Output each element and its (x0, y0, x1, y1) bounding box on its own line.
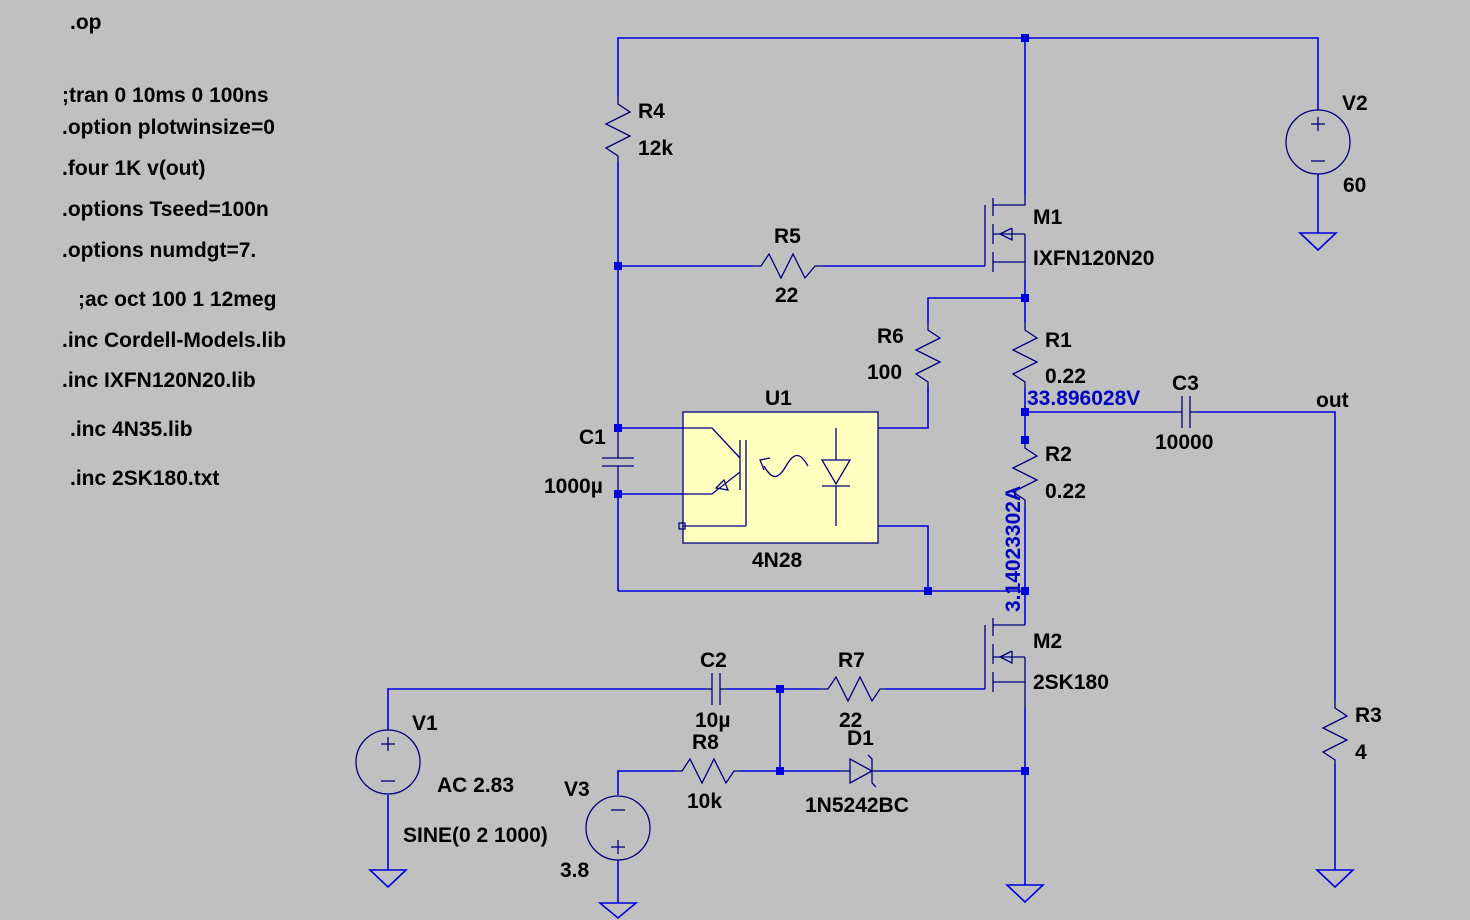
directive-inc-4n35[interactable]: .inc 4N35.lib (70, 418, 193, 441)
resistor-r7[interactable]: R7 22 (820, 649, 885, 732)
r6-label: R6 (877, 325, 904, 348)
resistor-r8[interactable]: R8 10k (675, 731, 740, 813)
r8-label: R8 (692, 731, 719, 754)
capacitor-c1[interactable]: C1 1000µ (544, 426, 634, 498)
d1-label: D1 (847, 727, 874, 750)
r7-label: R7 (838, 649, 865, 672)
wires (387, 37, 1336, 903)
ground-icon (1004, 884, 1046, 904)
v2-value: 60 (1343, 174, 1366, 197)
u1-label: U1 (765, 387, 792, 410)
m1-value: IXFN120N20 (1033, 247, 1154, 270)
v1-value-sine: SINE(0 2 1000) (403, 824, 548, 847)
capacitor-c3[interactable]: C3 10000 (1155, 372, 1213, 454)
net-label-out[interactable]: out (1316, 389, 1349, 412)
d1-value: 1N5242BC (805, 794, 909, 817)
u1-value: 4N28 (752, 549, 803, 572)
capacitor-c2[interactable]: C2 10µ (695, 649, 730, 732)
r2-label: R2 (1045, 443, 1072, 466)
mosfet-m2[interactable]: M2 2SK180 (984, 618, 1109, 708)
spice-directives: .op ;tran 0 10ms 0 100ns .option plotwin… (62, 11, 286, 490)
resistor-r3[interactable]: R3 4 (1321, 700, 1382, 764)
ground-icon (597, 902, 639, 920)
optocoupler-u1[interactable]: U1 4N28 (678, 387, 879, 572)
r3-label: R3 (1355, 704, 1382, 727)
c2-value: 10µ (695, 709, 730, 732)
m2-value: 2SK180 (1033, 671, 1109, 694)
directive-tran[interactable]: ;tran 0 10ms 0 100ns (62, 84, 269, 107)
directive-option-plotwinsize[interactable]: .option plotwinsize=0 (62, 116, 275, 139)
resistor-r1[interactable]: R1 0.22 (1011, 322, 1086, 388)
wire-r6-top[interactable] (927, 297, 1025, 322)
wire-out[interactable] (1197, 411, 1336, 700)
r5-value: 22 (775, 284, 798, 307)
directive-four[interactable]: .four 1K v(out) (62, 157, 205, 180)
c1-label: C1 (579, 426, 606, 449)
r4-label: R4 (638, 100, 665, 123)
resistor-r2[interactable]: R2 0.22 (1011, 442, 1086, 508)
directive-inc-2sk180[interactable]: .inc 2SK180.txt (70, 467, 219, 490)
c3-label: C3 (1172, 372, 1199, 395)
voltage-source-v3[interactable]: V3 3.8 (560, 778, 651, 882)
r5-label: R5 (774, 225, 801, 248)
wire-top-rail[interactable] (617, 37, 1319, 110)
r8-value: 10k (687, 790, 722, 813)
directive-options-tseed[interactable]: .options Tseed=100n (62, 198, 269, 221)
c2-label: C2 (700, 649, 727, 672)
junctions (614, 34, 1029, 775)
resistor-r6[interactable]: R6 100 (867, 322, 942, 386)
v3-value: 3.8 (560, 859, 590, 882)
r3-value: 4 (1355, 741, 1367, 764)
resistor-r4[interactable]: R4 12k (604, 96, 673, 162)
r1-value: 0.22 (1045, 365, 1086, 388)
directive-inc-ixfn[interactable]: .inc IXFN120N20.lib (62, 369, 256, 392)
r1-label: R1 (1045, 329, 1072, 352)
ground-icon (1297, 232, 1339, 252)
ground-symbols (367, 232, 1356, 920)
c1-value: 1000µ (544, 475, 603, 498)
r2-value: 0.22 (1045, 480, 1086, 503)
voltage-source-v2[interactable]: V2 60 (1285, 92, 1368, 197)
r6-value: 100 (867, 361, 902, 384)
node-voltage-annotation[interactable]: 33.896028V (1027, 387, 1140, 410)
resistor-r5[interactable]: R5 22 (753, 225, 823, 307)
directive-op[interactable]: .op (70, 11, 102, 34)
directive-options-numdgt[interactable]: .options numdgt=7. (62, 239, 256, 262)
mosfet-m1[interactable]: M1 IXFN120N20 (984, 195, 1154, 280)
branch-current-annotation[interactable]: 3.14023302A (1002, 486, 1025, 612)
directive-ac[interactable]: ;ac oct 100 1 12meg (78, 288, 276, 311)
voltage-source-v1[interactable]: V1 AC 2.83 SINE(0 2 1000) (355, 712, 548, 847)
r7-value: 22 (839, 709, 862, 732)
directive-inc-cordell[interactable]: .inc Cordell-Models.lib (62, 329, 286, 352)
v2-label: V2 (1342, 92, 1368, 115)
m2-label: M2 (1033, 630, 1062, 653)
wire-v3-r8[interactable] (617, 770, 675, 795)
wire-v1-c2[interactable] (387, 688, 705, 730)
zener-diode-d1[interactable]: D1 1N5242BC (805, 727, 909, 817)
v1-label: V1 (412, 712, 438, 735)
v3-label: V3 (564, 778, 590, 801)
m1-label: M1 (1033, 206, 1062, 229)
ground-icon (367, 869, 409, 889)
v1-value-ac: AC 2.83 (437, 774, 514, 797)
ground-icon (1314, 869, 1356, 889)
r4-value: 12k (638, 137, 673, 160)
c3-value: 10000 (1155, 431, 1213, 454)
